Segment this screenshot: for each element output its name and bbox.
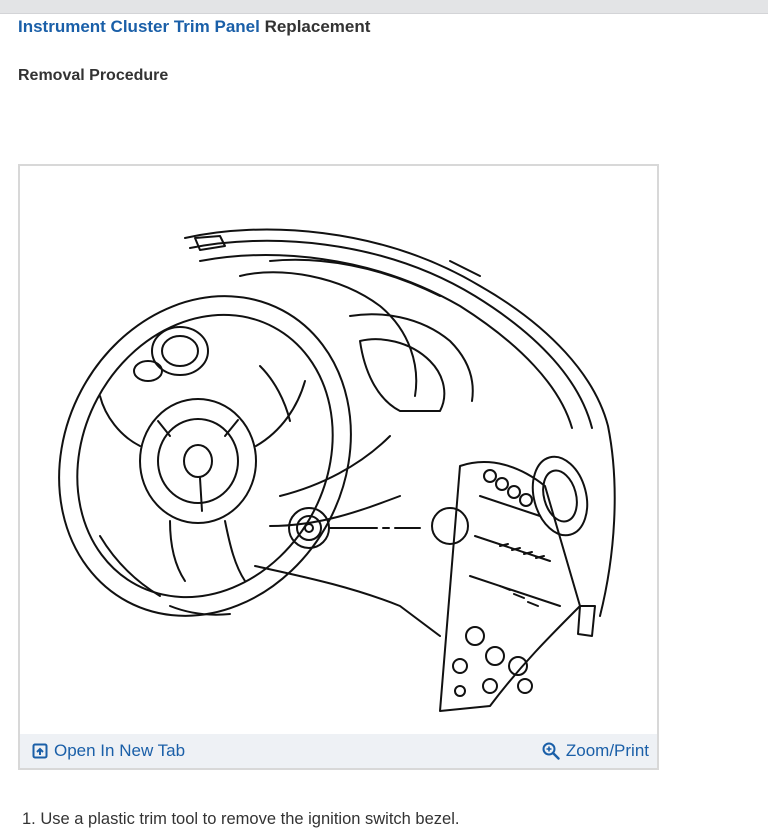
open-in-new-tab-icon <box>32 743 48 759</box>
instrument-panel-illustration[interactable] <box>20 166 657 734</box>
figure-toolbar: Open In New Tab Zoom/Print <box>20 734 657 768</box>
step-item: 1. Use a plastic trim tool to remove the… <box>22 810 459 829</box>
zoom-print-button[interactable]: Zoom/Print <box>542 734 649 768</box>
figure-frame: Open In New Tab Zoom/Print <box>18 164 659 770</box>
zoom-in-icon <box>542 742 560 760</box>
step-number: 1. <box>22 810 36 828</box>
zoom-print-label: Zoom/Print <box>565 741 649 760</box>
step-text: Use a plastic trim tool to remove the ig… <box>40 810 460 828</box>
open-in-new-tab-button[interactable]: Open In New Tab <box>32 734 185 768</box>
open-in-new-tab-label: Open In New Tab <box>54 741 186 760</box>
page-title: Instrument Cluster Trim Panel Replacemen… <box>18 17 370 37</box>
title-link[interactable]: Instrument Cluster Trim Panel <box>18 17 260 36</box>
section-heading: Removal Procedure <box>18 67 169 84</box>
browser-top-bar <box>0 0 768 14</box>
title-suffix: Replacement <box>264 17 371 36</box>
